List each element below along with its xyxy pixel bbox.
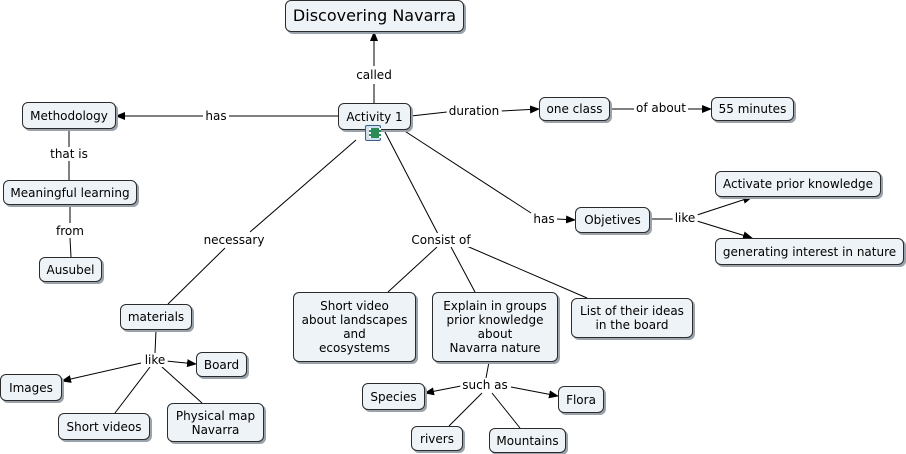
node-list-ideas[interactable]: List of their ideas in the board — [571, 298, 693, 338]
line-activity-necessary — [249, 139, 357, 233]
node-objetives[interactable]: Objetives — [575, 207, 650, 233]
link-label-that-is: that is — [48, 147, 90, 161]
video-icon[interactable] — [365, 125, 381, 141]
node-55-minutes[interactable]: 55 minutes — [711, 97, 794, 121]
link-label-like-materials: like — [142, 353, 168, 367]
node-explain-groups[interactable]: Explain in groups prior knowledge about … — [432, 292, 558, 362]
node-one-class[interactable]: one class — [539, 97, 610, 121]
node-short-videos[interactable]: Short videos — [58, 413, 150, 440]
node-mountains[interactable]: Mountains — [489, 428, 566, 453]
line-like-activate — [696, 195, 753, 216]
line-materials-like — [154, 329, 157, 354]
link-label-has-methodology: has — [203, 109, 229, 123]
link-label-duration: duration — [446, 104, 502, 118]
link-label-consist-of: Consist of — [409, 233, 473, 247]
node-board[interactable]: Board — [196, 352, 247, 377]
link-label-from: from — [54, 224, 86, 238]
line-like-generating — [696, 220, 753, 240]
line-explain-suchas — [485, 361, 490, 379]
line-consist-explain — [450, 246, 476, 293]
line-from-ausubel — [69, 237, 72, 258]
line-suchas-rivers — [448, 392, 483, 427]
node-activate-prior-knowledge[interactable]: Activate prior knowledge — [715, 171, 881, 197]
line-necessary-materials — [167, 247, 226, 305]
node-species[interactable]: Species — [362, 383, 425, 410]
line-consist-shortvideo — [387, 246, 438, 293]
node-short-video[interactable]: Short video about landscapes and ecosyst… — [293, 292, 416, 362]
link-label-like-objetives: like — [672, 211, 698, 225]
node-generating-interest[interactable]: generating interest in nature — [715, 238, 904, 265]
node-methodology[interactable]: Methodology — [22, 102, 116, 129]
node-meaningful-learning[interactable]: Meaningful learning — [3, 180, 137, 205]
link-label-of-about: of about — [633, 101, 689, 115]
node-rivers[interactable]: rivers — [411, 426, 463, 451]
node-flora[interactable]: Flora — [558, 386, 604, 413]
line-has2-objetives — [556, 215, 576, 224]
line-like-board — [165, 359, 197, 368]
line-activity-duration — [410, 111, 448, 117]
line-like-physicalmap — [161, 366, 203, 404]
line-duration-oneclass — [500, 105, 540, 114]
line-activity-consist — [384, 131, 439, 235]
line-suchas-flora — [510, 386, 559, 399]
node-discovering-navarra[interactable]: Discovering Navarra — [285, 0, 464, 32]
line-suchas-mountains — [491, 392, 521, 429]
link-label-has-objetives: has — [531, 212, 557, 226]
line-consist-list — [461, 243, 588, 299]
line-like-shortvideos — [114, 366, 151, 414]
line-like-images — [61, 362, 142, 383]
node-ausubel[interactable]: Ausubel — [39, 257, 102, 282]
line-suchas-species — [424, 385, 462, 396]
node-physical-map[interactable]: Physical map Navarra — [167, 403, 264, 442]
link-label-called: called — [354, 68, 394, 82]
node-materials[interactable]: materials — [120, 304, 192, 330]
link-label-such-as: such as — [460, 378, 510, 392]
link-label-necessary: necessary — [201, 233, 267, 247]
node-images[interactable]: Images — [0, 374, 62, 401]
line-activity-has2 — [399, 127, 532, 214]
